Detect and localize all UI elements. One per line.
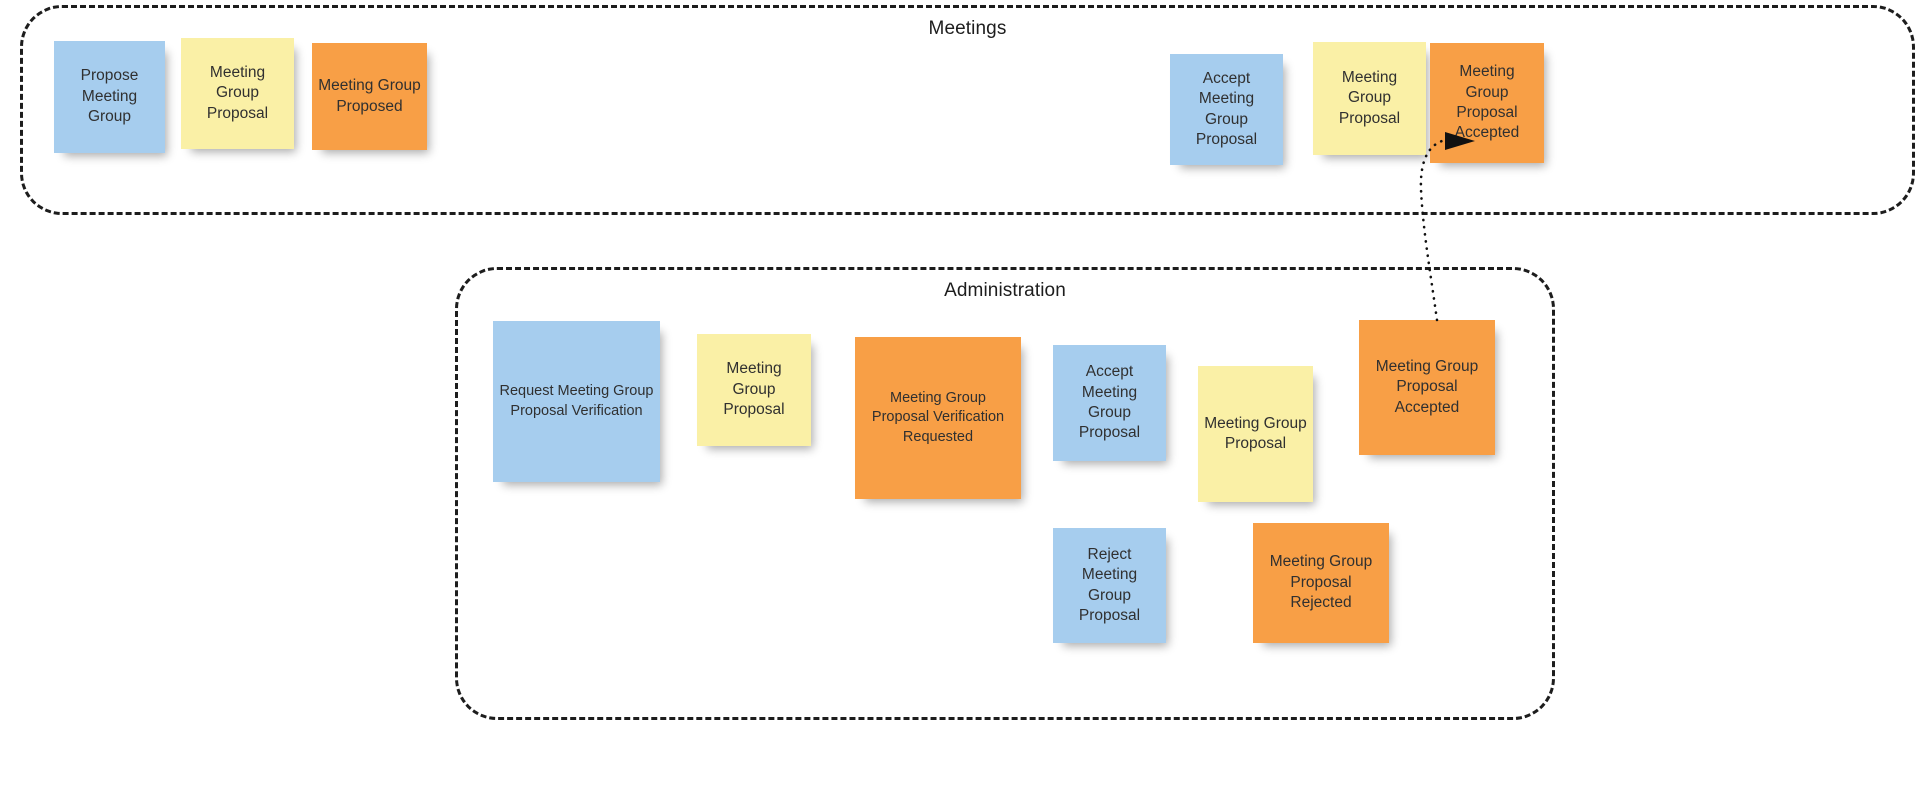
sticky-meeting-group-proposal-a2[interactable]: Meeting Group Proposal: [697, 334, 811, 446]
sticky-accept-meeting-group-proposal-a4[interactable]: Accept Meeting Group Proposal: [1053, 345, 1166, 461]
sticky-label: Accept Meeting Group Proposal: [1195, 69, 1258, 148]
sticky-label: Meeting Group Proposal Verification Requ…: [871, 390, 1005, 445]
bounded-context-meetings: Meetings: [20, 5, 1915, 215]
sticky-label: Meeting Group Proposed: [318, 77, 421, 115]
sticky-label: Meeting Group Proposal: [1338, 68, 1401, 127]
sticky-accept-meeting-group-proposal-m4[interactable]: Accept Meeting Group Proposal: [1170, 54, 1283, 165]
bounded-context-administration: Administration: [455, 267, 1555, 720]
bounded-context-title-administration: Administration: [944, 280, 1066, 301]
sticky-label: Meeting Group Proposal Accepted: [1375, 357, 1479, 416]
bounded-context-title-meetings: Meetings: [928, 18, 1007, 39]
sticky-request-meeting-group-proposal-verification[interactable]: Request Meeting Group Proposal Verificat…: [493, 321, 660, 482]
sticky-label: Meeting Group Proposal: [1204, 414, 1307, 452]
sticky-label: Accept Meeting Group Proposal: [1078, 363, 1141, 442]
sticky-meeting-group-proposal-m2[interactable]: Meeting Group Proposal: [181, 38, 294, 149]
sticky-meeting-group-proposal-accepted-a6[interactable]: Meeting Group Proposal Accepted: [1359, 320, 1495, 455]
sticky-reject-meeting-group-proposal[interactable]: Reject Meeting Group Proposal: [1053, 528, 1166, 643]
sticky-label: Meeting Group Proposal Accepted: [1454, 63, 1520, 142]
sticky-meeting-group-proposal-rejected[interactable]: Meeting Group Proposal Rejected: [1253, 523, 1389, 643]
sticky-label: Reject Meeting Group Proposal: [1078, 545, 1141, 624]
sticky-label: Propose Meeting Group: [80, 67, 139, 126]
sticky-meeting-group-proposal-a5[interactable]: Meeting Group Proposal: [1198, 366, 1313, 502]
sticky-meeting-group-proposed[interactable]: Meeting Group Proposed: [312, 43, 427, 150]
sticky-label: Request Meeting Group Proposal Verificat…: [499, 383, 654, 419]
sticky-label: Meeting Group Proposal: [206, 63, 269, 122]
sticky-meeting-group-proposal-accepted-m6[interactable]: Meeting Group Proposal Accepted: [1430, 43, 1544, 163]
sticky-label: Meeting Group Proposal: [723, 360, 785, 419]
sticky-label: Meeting Group Proposal Rejected: [1269, 553, 1373, 612]
sticky-meeting-group-proposal-m5[interactable]: Meeting Group Proposal: [1313, 42, 1426, 155]
sticky-meeting-group-proposal-verification-requested[interactable]: Meeting Group Proposal Verification Requ…: [855, 337, 1021, 499]
sticky-propose-meeting-group[interactable]: Propose Meeting Group: [54, 41, 165, 153]
